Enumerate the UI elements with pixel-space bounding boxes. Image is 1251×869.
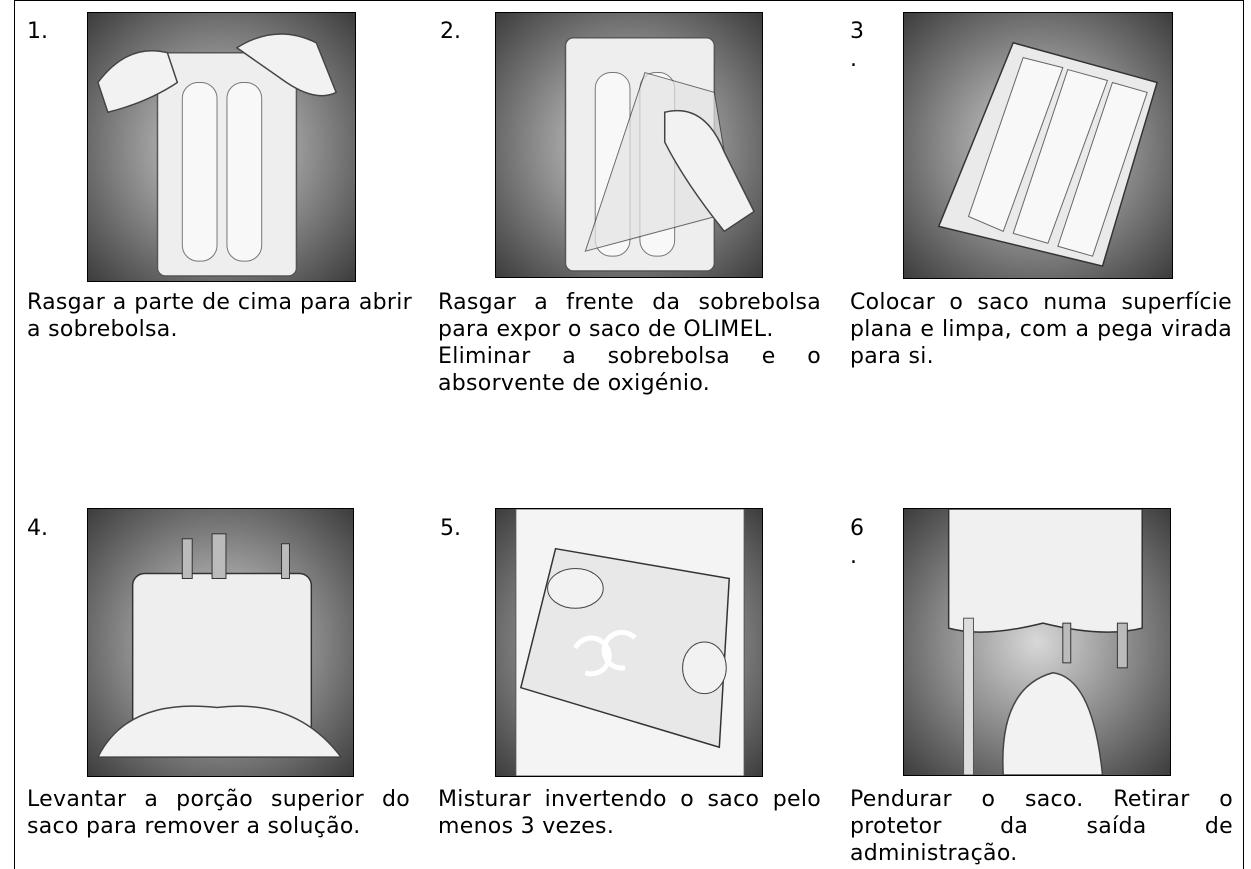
bag-roll-illustration — [87, 508, 354, 777]
step-caption: Colocar o saco numa superfície plana e l… — [850, 289, 1232, 370]
step-number: 1. — [27, 18, 48, 46]
bag-invert-illustration — [495, 508, 763, 777]
step-caption: Pendurar o saco. Retirar o protetor da s… — [850, 786, 1233, 867]
overpouch-tear-illustration — [87, 12, 356, 282]
step-caption: Rasgar a parte de cima para abrir a sobr… — [27, 289, 412, 343]
step-number: 2. — [440, 18, 461, 46]
step-caption: Rasgar a frente da sobrebolsa para expor… — [438, 289, 821, 397]
step-number: 6 . — [850, 515, 864, 571]
bag-hang-illustration — [903, 508, 1171, 776]
step-number: 5. — [440, 515, 461, 543]
step-number: 4. — [27, 515, 48, 543]
overpouch-peel-illustration — [495, 12, 763, 278]
bag-flat-illustration — [903, 12, 1173, 279]
step-caption: Misturar invertendo o saco pelo menos 3 … — [438, 786, 821, 840]
step-caption: Levantar a porção superior do saco para … — [27, 786, 410, 840]
step-number: 3 . — [850, 18, 864, 74]
